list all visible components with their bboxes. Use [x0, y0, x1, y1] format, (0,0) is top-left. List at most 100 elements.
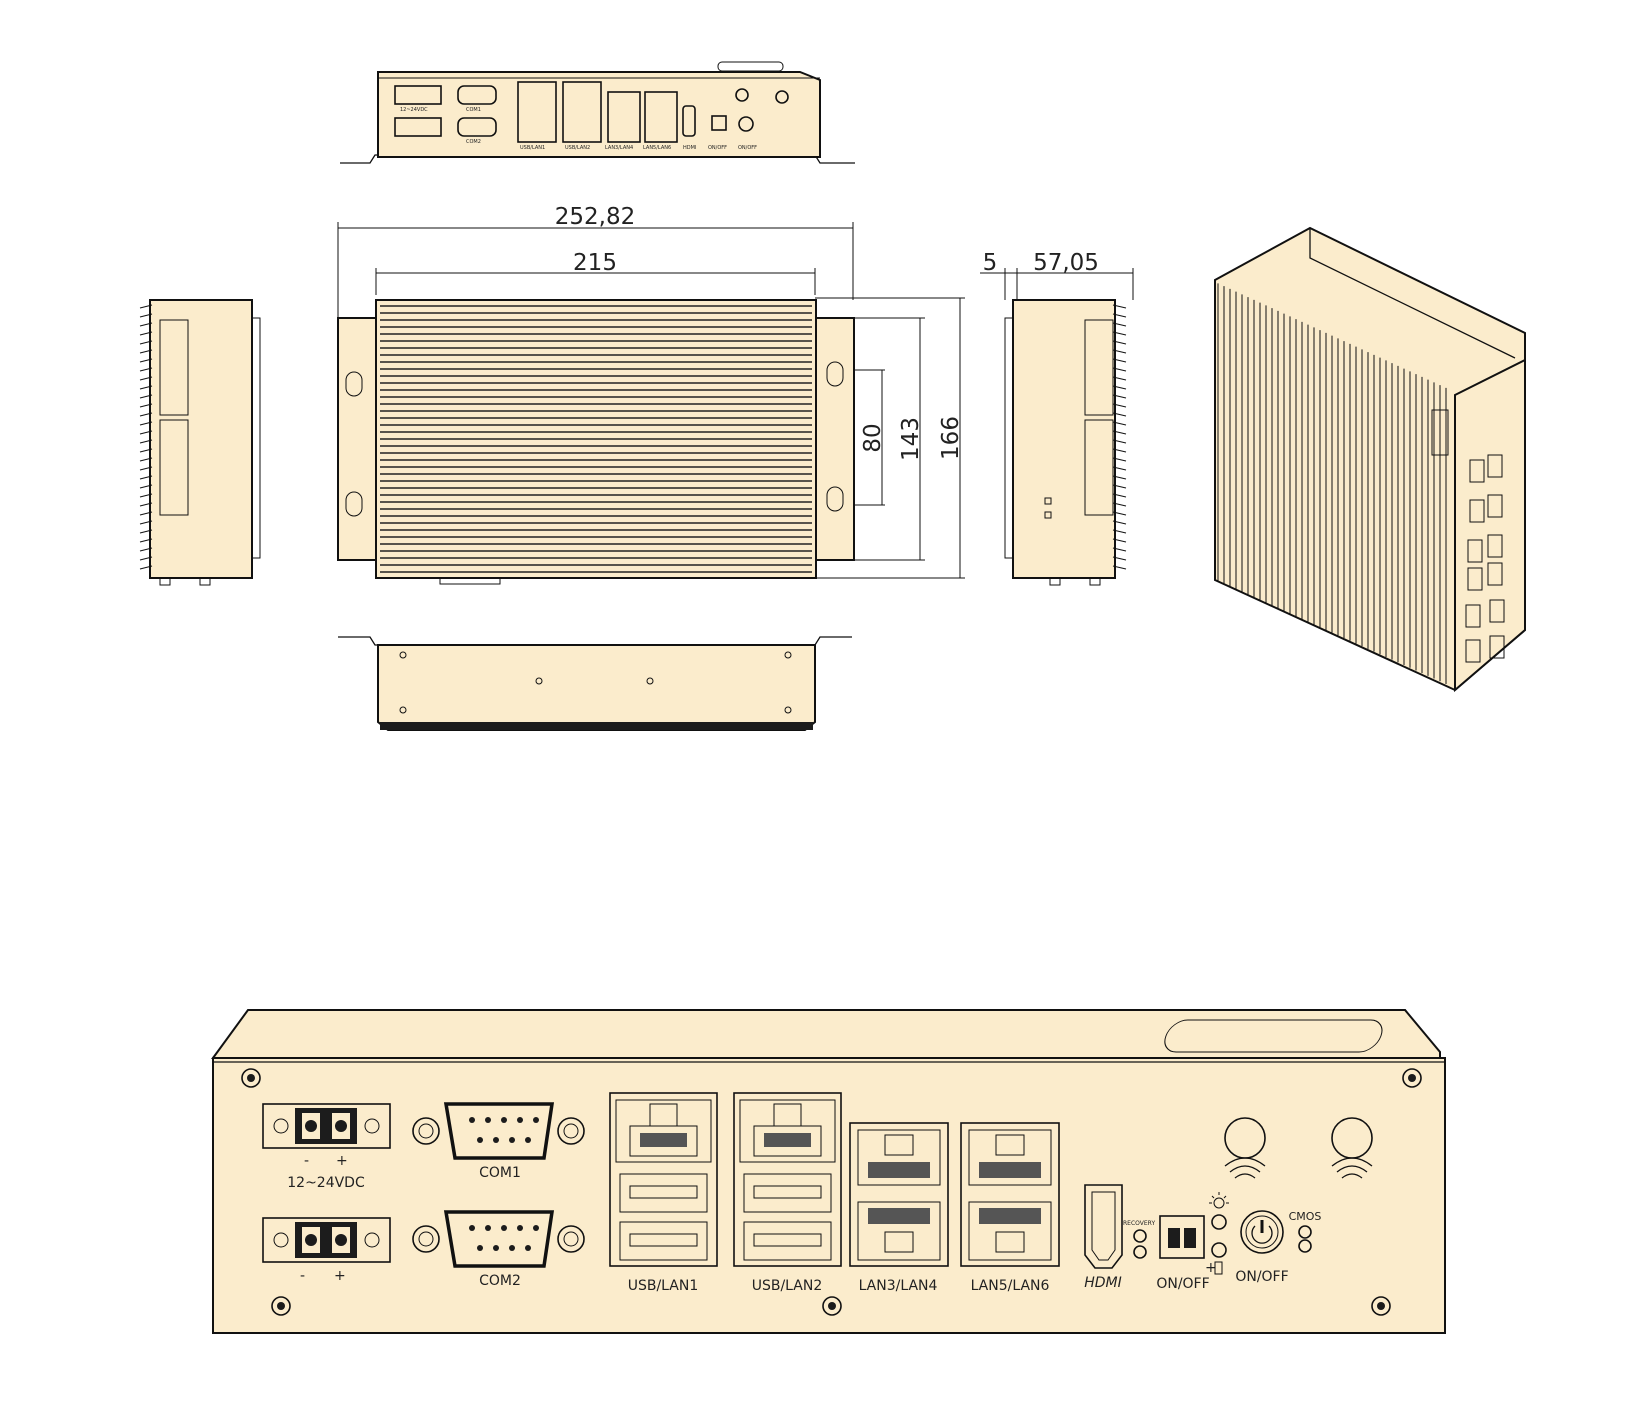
dim-flange-height: 143 [898, 417, 924, 461]
fin-line [1112, 556, 1127, 561]
fin-line [1112, 385, 1127, 390]
fin-line [139, 421, 153, 426]
fin-line [1112, 484, 1127, 489]
right-fin-edges [1112, 304, 1127, 570]
fin-line [139, 376, 153, 381]
fin-line [139, 394, 153, 399]
fin-line [1112, 547, 1127, 552]
fin-line [1112, 565, 1127, 570]
hdmi-port[interactable] [1084, 1184, 1123, 1269]
com2-port[interactable] [412, 1210, 585, 1268]
fin-line [1112, 403, 1127, 408]
com1-label: COM1 [479, 1165, 521, 1181]
lan3-lan4-label: LAN3/LAN4 [859, 1278, 938, 1294]
fin-line [139, 304, 153, 309]
iso-heatsink-fins [1217, 283, 1447, 684]
fin-line [139, 538, 153, 543]
dim-overall-width: 252,82 [555, 204, 635, 230]
fin-line [1112, 448, 1127, 453]
dim-hole-spacing: 80 [860, 423, 886, 452]
power-icon [1251, 1220, 1273, 1244]
dim-overall-height: 166 [938, 416, 964, 460]
fin-line [1112, 529, 1127, 534]
fin-line [1112, 466, 1127, 471]
dim-side-offset: 5 [983, 250, 998, 276]
fin-line [1112, 493, 1127, 498]
fin-line [139, 412, 153, 417]
power-plus-label-1: + [336, 1153, 348, 1169]
bottom-view [338, 636, 852, 731]
fin-line [1112, 538, 1127, 543]
fin-line [139, 565, 153, 570]
fin-line [139, 358, 153, 363]
lan5-lan6-port[interactable] [960, 1122, 1060, 1267]
mini-com2-label: COM2 [466, 139, 481, 145]
fin-line [1112, 412, 1127, 417]
mini-power-button-label: ON/OFF [738, 145, 757, 151]
left-fin-edges [139, 304, 153, 570]
wifi-icon [1331, 1117, 1373, 1179]
fin-line [139, 385, 153, 390]
power-terminal-2[interactable] [262, 1217, 391, 1263]
fin-line [139, 448, 153, 453]
usb-lan1-label: USB/LAN1 [628, 1278, 699, 1294]
power-button-label: ON/OFF [1235, 1269, 1288, 1285]
power-minus-label-2: - [300, 1268, 305, 1284]
fin-line [139, 322, 153, 327]
power-terminal-1[interactable] [262, 1103, 391, 1149]
usb-lan2-label: USB/LAN2 [752, 1278, 823, 1294]
fin-line [139, 520, 153, 525]
left-side-view [139, 299, 261, 586]
power-input-label: 12~24VDC [287, 1175, 365, 1191]
fin-line [1112, 331, 1127, 336]
fin-line [139, 484, 153, 489]
dim-inner-width: 215 [573, 250, 617, 276]
lan5-lan6-label: LAN5/LAN6 [971, 1278, 1050, 1294]
fin-line [139, 367, 153, 372]
heatsink-fins [380, 305, 812, 573]
lan3-lan4-port[interactable] [849, 1122, 949, 1267]
fin-line [139, 331, 153, 336]
usb-lan1-port[interactable] [609, 1092, 718, 1267]
on-off-switch[interactable] [1159, 1215, 1205, 1259]
main-top-view [337, 299, 855, 585]
fin-line [1112, 421, 1127, 426]
fin-line [139, 430, 153, 435]
mini-lan34-label: LAN3/LAN4 [605, 145, 633, 151]
cmos-label: CMOS [1289, 1210, 1322, 1223]
top-front-view: 12~24VDC COM1 COM2 USB/LAN1 USB/LAN2 LAN… [340, 61, 855, 164]
fin-line [1112, 394, 1127, 399]
fin-line [1112, 304, 1127, 309]
mini-usb-lan2-label: USB/LAN2 [565, 145, 590, 151]
fin-line [139, 556, 153, 561]
fin-line [139, 529, 153, 534]
mini-usb-lan1-label: USB/LAN1 [520, 145, 545, 151]
fin-line [1112, 520, 1127, 525]
usb-lan2-port[interactable] [733, 1092, 842, 1267]
isometric-view [1214, 226, 1526, 693]
recovery-led [1133, 1245, 1147, 1259]
fin-line [1112, 502, 1127, 507]
fin-line [1112, 358, 1127, 363]
status-led-1 [1211, 1214, 1227, 1230]
status-led-2 [1211, 1242, 1227, 1258]
mini-hdmi-label: HDMI [683, 145, 696, 151]
fin-line [139, 511, 153, 516]
right-side-view [1004, 299, 1127, 586]
on-off-switch-label: ON/OFF [1156, 1276, 1209, 1292]
fin-line [1112, 367, 1127, 372]
cmos-button[interactable] [1298, 1225, 1312, 1239]
power-minus-label-1: - [304, 1153, 309, 1169]
recovery-label: RECOVERY [1123, 1220, 1155, 1227]
fin-line [1112, 349, 1127, 354]
led-sun-icon [1209, 1192, 1229, 1209]
hdmi-label: HDMI [1084, 1275, 1122, 1291]
power-button[interactable] [1240, 1210, 1284, 1254]
recovery-button[interactable] [1133, 1229, 1147, 1243]
com1-port[interactable] [412, 1102, 585, 1160]
mini-com1-label: COM1 [466, 107, 481, 113]
fin-line [139, 439, 153, 444]
fin-line [1112, 340, 1127, 345]
front-panel: - + 12~24VDC - + COM1 [211, 1009, 1446, 1334]
fin-line [139, 403, 153, 408]
